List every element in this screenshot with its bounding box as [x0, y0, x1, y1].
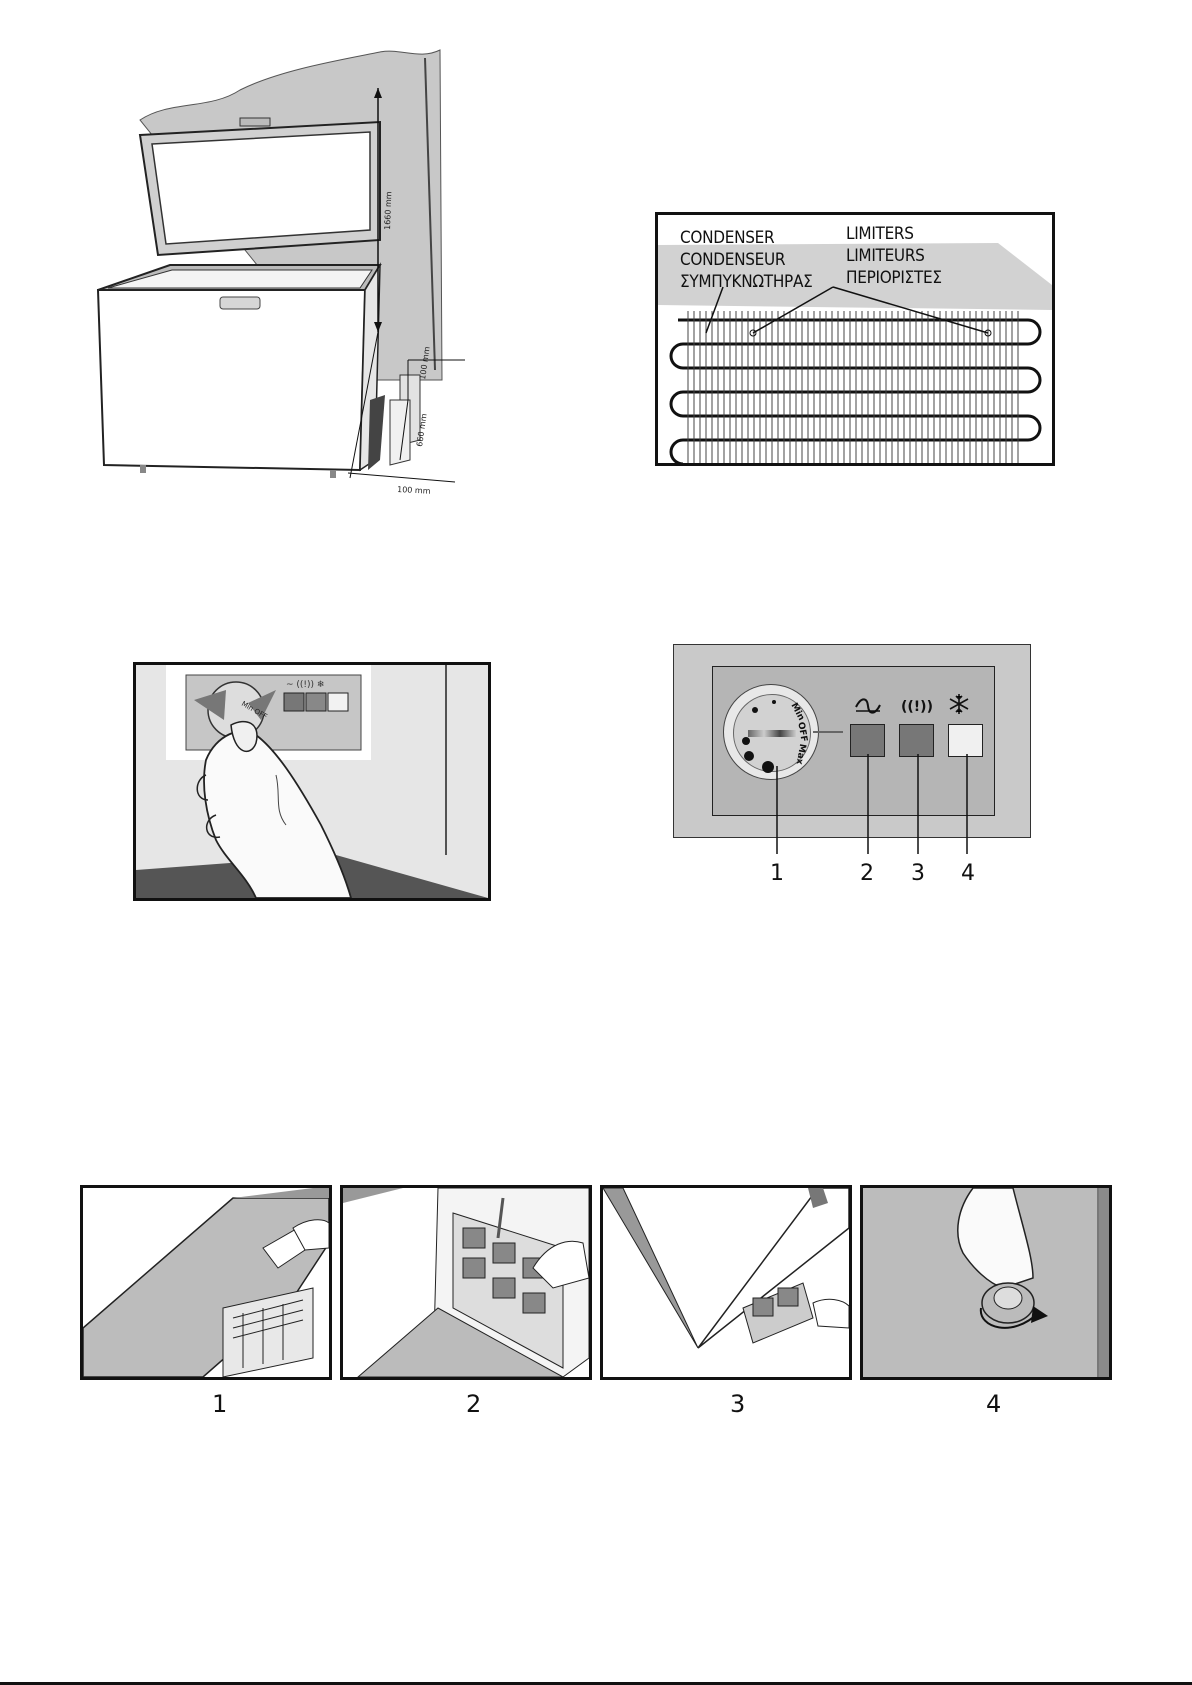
svg-text:~ ((!)) ❄: ~ ((!)) ❄	[286, 680, 324, 690]
condenser-figure: CONDENSER CONDENSEUR ΣΥΜΠΥΚΝΩΤΗΡΑΣ LIMIT…	[655, 212, 1055, 466]
step-4-art	[863, 1188, 1109, 1377]
freezer-body-front	[98, 290, 365, 470]
step-2-art	[343, 1188, 589, 1377]
freezer-clearance-figure: 1660 mm 100 mm 660 mm 100 mm	[80, 40, 490, 520]
step-number-3: 3	[730, 1390, 745, 1418]
callout-2: 2	[860, 861, 874, 886]
dial-hand-figure: ~ ((!)) ❄ Min OFF	[133, 662, 491, 901]
dim-side-gap-label: 100 mm	[397, 485, 431, 496]
step-4-panel	[860, 1185, 1112, 1380]
step-3-panel	[600, 1185, 852, 1380]
condenser-label-fr: CONDENSEUR	[680, 249, 812, 271]
limiters-label-fr: LIMITEURS	[846, 245, 942, 267]
step-number-1: 1	[212, 1390, 227, 1418]
condenser-label-gr: ΣΥΜΠΥΚΝΩΤΗΡΑΣ	[680, 271, 812, 293]
control-panel-callout-lines	[673, 644, 1031, 874]
step-2-panel	[340, 1185, 592, 1380]
limiters-label-gr: ΠΕΡΙΟΡΙΣΤΕΣ	[846, 267, 942, 289]
condenser-label-en: CONDENSER	[680, 227, 812, 249]
step-1-art	[83, 1188, 329, 1377]
limiters-label-group: LIMITERS LIMITEURS ΠΕΡΙΟΡΙΣΤΕΣ	[846, 223, 942, 289]
callout-4: 4	[961, 861, 975, 886]
step-3-art	[603, 1188, 849, 1377]
callout-1: 1	[770, 861, 784, 886]
callout-3: 3	[911, 861, 925, 886]
dim-height-label: 1660 mm	[383, 191, 393, 230]
step-number-2: 2	[466, 1390, 481, 1418]
limiters-label-en: LIMITERS	[846, 223, 942, 245]
condenser-label-group: CONDENSER CONDENSEUR ΣΥΜΠΥΚΝΩΤΗΡΑΣ	[680, 227, 812, 293]
step-number-4: 4	[986, 1390, 1001, 1418]
dial-hand-art: ~ ((!)) ❄ Min OFF	[136, 665, 488, 898]
step-1-panel	[80, 1185, 332, 1380]
